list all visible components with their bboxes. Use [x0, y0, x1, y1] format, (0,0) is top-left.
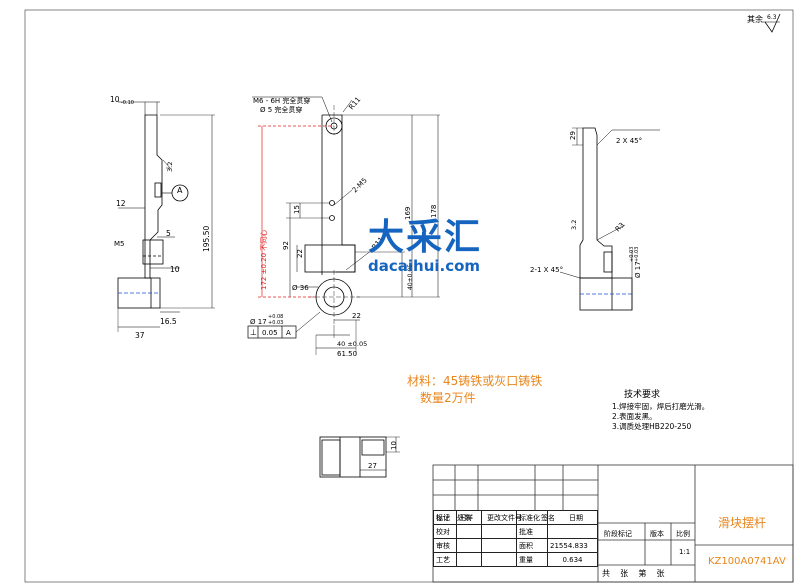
svg-text:⊥: ⊥	[250, 328, 257, 337]
svg-text:Ø 17: Ø 17	[634, 261, 642, 278]
watermark-en: dacaihui.com	[368, 257, 481, 275]
svg-text:2-M5: 2-M5	[351, 176, 369, 194]
right-view-dims: 29 2 X 45° 3.2 R3 2-1 X 45° Ø 17 +0.03 +…	[530, 131, 642, 278]
material-note: 材料：45铸铁或灰口铸铁	[407, 374, 543, 388]
rev-header-1: 标记	[436, 514, 450, 522]
stage-label: 阶段标记	[604, 530, 632, 538]
svg-text:195.50: 195.50	[202, 226, 211, 252]
roughness-symbol: 其余 6.3	[747, 13, 781, 33]
small-view	[319, 436, 400, 478]
svg-text:+0.03: +0.03	[268, 320, 283, 326]
rev-header-3: 更改文件号	[487, 514, 522, 522]
svg-text:172 ±0.20 不同心: 172 ±0.20 不同心	[260, 230, 268, 290]
svg-text:10: 10	[170, 265, 180, 274]
sheet-count: 共 张 第 张	[602, 569, 665, 578]
svg-text:R11: R11	[347, 96, 362, 112]
svg-text:12: 12	[116, 199, 126, 208]
svg-text:2 X 45°: 2 X 45°	[616, 137, 642, 145]
svg-text:27: 27	[368, 462, 377, 470]
title-block: 设计 王祥 标准化 校对 批准 审核 面积 21554.833 工艺 重量 0.…	[433, 510, 598, 567]
svg-text:40±0.05: 40±0.05	[407, 264, 414, 290]
right-view	[559, 127, 660, 311]
svg-text:R3: R3	[614, 221, 626, 233]
drawing-number: KZ100A0741AV	[708, 556, 786, 567]
svg-text:0.05: 0.05	[262, 329, 278, 337]
tolerance-box: Ø 17 +0.08 +0.03 ⊥ 0.05 A	[247, 314, 297, 339]
weight-label: 重量	[516, 552, 548, 567]
tech-item: 3.调质处理HB220-250	[612, 422, 692, 431]
svg-text:61.50: 61.50	[337, 350, 357, 358]
svg-text:22: 22	[296, 249, 304, 258]
rev-header-4: 签名	[541, 514, 555, 522]
tech-title: 技术要求	[624, 390, 661, 400]
svg-text:其余: 其余	[747, 14, 763, 24]
title-block-left: 设计 王祥 标准化 校对 批准 审核 面积 21554.833 工艺 重量 0.…	[433, 510, 598, 567]
approve-label: 批准	[516, 524, 548, 539]
rev-header-2: 处数	[457, 514, 471, 522]
svg-text:3.2: 3.2	[166, 162, 174, 172]
tech-item: 1.焊接牢固，焊后打磨光滑。	[612, 402, 710, 411]
weight-value: 0.634	[547, 552, 598, 567]
scale-value: 1:1	[679, 548, 691, 556]
svg-text:+0.03: +0.03	[629, 247, 635, 262]
craft-label: 工艺	[433, 552, 457, 567]
svg-text:Ø 36: Ø 36	[292, 284, 309, 292]
svg-text:+0.08: +0.08	[268, 314, 283, 320]
svg-text:5: 5	[166, 229, 171, 238]
svg-text:29: 29	[569, 131, 577, 140]
svg-text:M6 - 6H 完全贯穿: M6 - 6H 完全贯穿	[253, 96, 310, 105]
svg-text:-0.10: -0.10	[121, 100, 134, 106]
rev-header-5: 日期	[569, 514, 583, 522]
svg-text:10: 10	[110, 95, 120, 104]
quantity-note: 数量2万件	[420, 391, 476, 405]
check-label: 校对	[433, 524, 457, 539]
title-block-frame	[432, 464, 794, 583]
scale-label: 比例	[676, 530, 690, 538]
svg-text:15: 15	[293, 205, 301, 214]
area-label: 面积	[516, 538, 548, 553]
tech-item: 2.表面发黑。	[612, 412, 657, 421]
left-view-dims: 10 -0.10 12 5 10 M5 37 16.5 A 195.50 3.2	[110, 95, 211, 340]
tech-requirements: 技术要求 1.焊接牢固，焊后打磨光滑。 2.表面发黑。 3.调质处理HB220-…	[612, 390, 709, 432]
svg-text:A: A	[177, 186, 183, 195]
review-label: 审核	[433, 538, 457, 553]
svg-text:+0.03: +0.03	[634, 247, 640, 262]
left-view	[117, 101, 215, 332]
front-view	[252, 96, 440, 355]
watermark-cn: 大采汇	[368, 217, 483, 258]
svg-text:37: 37	[135, 331, 145, 340]
svg-text:10: 10	[390, 441, 398, 450]
watermark: 大采汇 dacaihui.com	[368, 217, 508, 275]
svg-text:92: 92	[282, 241, 290, 250]
svg-text:3.2: 3.2	[570, 220, 578, 230]
area-value: 21554.833	[547, 538, 598, 553]
version-label: 版本	[650, 530, 664, 538]
sheet-border	[24, 9, 794, 583]
svg-text:A: A	[286, 329, 291, 337]
red-dimension	[258, 125, 334, 298]
svg-text:M5: M5	[114, 240, 125, 248]
svg-text:178: 178	[430, 205, 438, 218]
svg-text:Ø 17: Ø 17	[250, 318, 267, 326]
svg-text:40 ±0.05: 40 ±0.05	[337, 340, 367, 348]
svg-text:2-1 X 45°: 2-1 X 45°	[530, 266, 563, 274]
small-view-dims: 10 27	[368, 441, 398, 470]
svg-text:169: 169	[404, 207, 412, 220]
svg-text:16.5: 16.5	[160, 317, 177, 326]
svg-text:6.3: 6.3	[767, 14, 777, 21]
svg-text:Ø 5 完全贯穿: Ø 5 完全贯穿	[260, 105, 302, 114]
svg-text:22: 22	[352, 312, 361, 320]
part-name: 滑块摆杆	[718, 516, 767, 530]
